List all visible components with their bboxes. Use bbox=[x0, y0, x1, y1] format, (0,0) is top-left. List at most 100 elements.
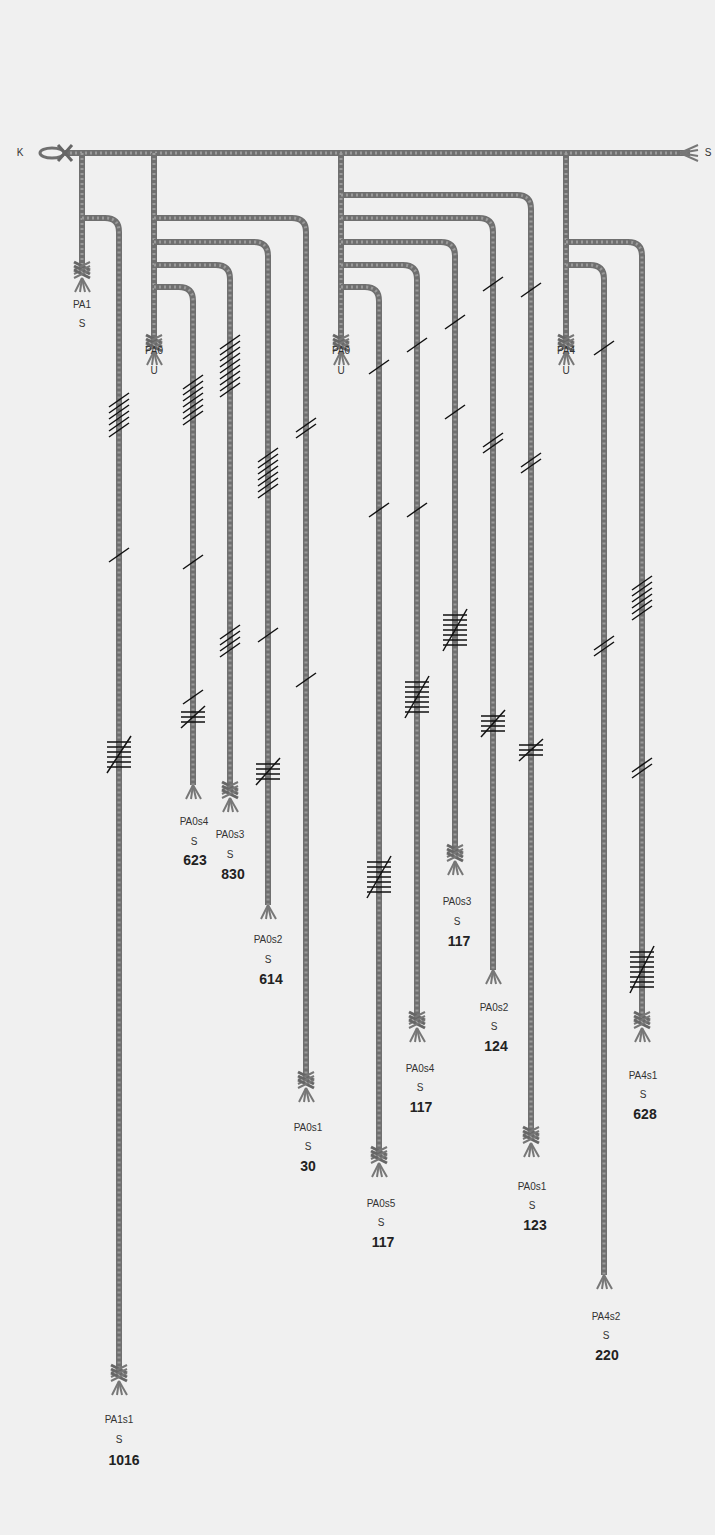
single-knot bbox=[220, 631, 240, 645]
cord-label: S bbox=[227, 850, 234, 860]
single-knot bbox=[407, 503, 427, 517]
cord-label: U bbox=[337, 366, 344, 376]
long-knot bbox=[481, 710, 505, 737]
cord bbox=[154, 265, 230, 790]
cord-fray bbox=[261, 905, 268, 919]
end-knot bbox=[58, 145, 72, 161]
end-knot bbox=[523, 1135, 539, 1143]
cord-fray bbox=[193, 785, 201, 799]
end-knot bbox=[298, 1080, 314, 1088]
long-knot bbox=[443, 619, 467, 621]
long-knot bbox=[405, 676, 429, 718]
long-knot bbox=[405, 691, 429, 693]
cord-twist bbox=[154, 242, 268, 905]
cord-fray bbox=[680, 145, 698, 153]
cord-fray bbox=[379, 1163, 387, 1177]
long-knot bbox=[481, 725, 505, 727]
single-knot bbox=[296, 424, 316, 438]
cord-label: PA0s5 bbox=[367, 1199, 396, 1209]
long-knot bbox=[367, 871, 391, 873]
single-knot bbox=[483, 433, 503, 447]
cord bbox=[79, 153, 85, 270]
end-knot bbox=[447, 853, 463, 861]
single-knot bbox=[220, 347, 240, 361]
cord-fray bbox=[112, 1381, 119, 1395]
end-knot bbox=[74, 270, 90, 278]
cord bbox=[151, 153, 157, 343]
long-knot bbox=[630, 956, 654, 958]
single-knot bbox=[594, 341, 614, 355]
cord-fray bbox=[680, 153, 698, 161]
cord-twist bbox=[154, 218, 306, 1080]
single-knot bbox=[183, 411, 203, 425]
cord-fray bbox=[604, 1275, 612, 1289]
knot-value: 1016 bbox=[108, 1453, 139, 1467]
cord bbox=[341, 265, 417, 1020]
cord-twist bbox=[340, 153, 343, 343]
single-knot bbox=[369, 503, 389, 517]
cord-label: PA0 bbox=[145, 346, 163, 356]
cord-label: PA0s4 bbox=[406, 1064, 435, 1074]
cord-fray bbox=[186, 785, 193, 799]
cord-fray bbox=[410, 1028, 417, 1042]
cord bbox=[338, 153, 344, 343]
long-knot bbox=[256, 778, 280, 780]
cord-twist bbox=[341, 265, 417, 1020]
cord-label: U bbox=[150, 366, 157, 376]
knot-value: 830 bbox=[221, 867, 244, 881]
single-knot bbox=[296, 673, 316, 687]
long-knot bbox=[107, 746, 131, 748]
single-knot bbox=[632, 582, 652, 596]
knot-value: 123 bbox=[523, 1218, 546, 1232]
cord-label: S bbox=[705, 148, 712, 158]
single-knot bbox=[109, 423, 129, 437]
cord-fray bbox=[268, 905, 276, 919]
cord-label: PA0s1 bbox=[518, 1182, 547, 1192]
single-knot bbox=[632, 606, 652, 620]
long-knot bbox=[367, 866, 391, 868]
cord-twist bbox=[566, 265, 604, 1275]
single-knot bbox=[183, 381, 203, 395]
cord-label: U bbox=[562, 366, 569, 376]
end-knot bbox=[447, 853, 463, 861]
knot-value: 220 bbox=[595, 1348, 618, 1362]
single-knot bbox=[632, 600, 652, 614]
end-knot bbox=[298, 1080, 314, 1088]
single-knot bbox=[183, 555, 203, 569]
end-knot bbox=[74, 270, 90, 278]
end-knot bbox=[111, 1373, 127, 1381]
single-knot bbox=[521, 283, 541, 297]
single-knot bbox=[220, 365, 240, 379]
single-knot bbox=[483, 439, 503, 453]
cord-label: S bbox=[491, 1022, 498, 1032]
single-knot bbox=[183, 393, 203, 407]
cord-label: PA0s2 bbox=[480, 1003, 509, 1013]
long-knot bbox=[519, 744, 543, 746]
cord-twist bbox=[565, 153, 568, 343]
single-knot bbox=[521, 453, 541, 467]
cord-twist bbox=[81, 153, 84, 270]
cord-label: PA0s1 bbox=[294, 1123, 323, 1133]
long-knot bbox=[405, 706, 429, 708]
end-knot bbox=[222, 790, 238, 798]
cord-fray bbox=[448, 861, 455, 875]
long-knot bbox=[443, 624, 467, 626]
long-knot bbox=[630, 966, 654, 968]
long-knot bbox=[256, 763, 280, 765]
long-knot bbox=[481, 730, 505, 732]
long-knot bbox=[443, 634, 467, 636]
single-knot bbox=[220, 335, 240, 349]
cord-fray bbox=[306, 1088, 314, 1102]
cord-twist bbox=[341, 218, 493, 970]
cord-label: PA4 bbox=[557, 346, 575, 356]
end-knot bbox=[222, 790, 238, 798]
single-knot bbox=[258, 454, 278, 468]
single-knot bbox=[109, 411, 129, 425]
single-knot bbox=[258, 628, 278, 642]
long-knot bbox=[181, 706, 205, 728]
cord-label: PA4s1 bbox=[629, 1071, 658, 1081]
end-knot bbox=[111, 1373, 127, 1381]
knot-value: 124 bbox=[484, 1039, 507, 1053]
single-knot bbox=[183, 690, 203, 704]
knot-value: 614 bbox=[259, 972, 282, 986]
